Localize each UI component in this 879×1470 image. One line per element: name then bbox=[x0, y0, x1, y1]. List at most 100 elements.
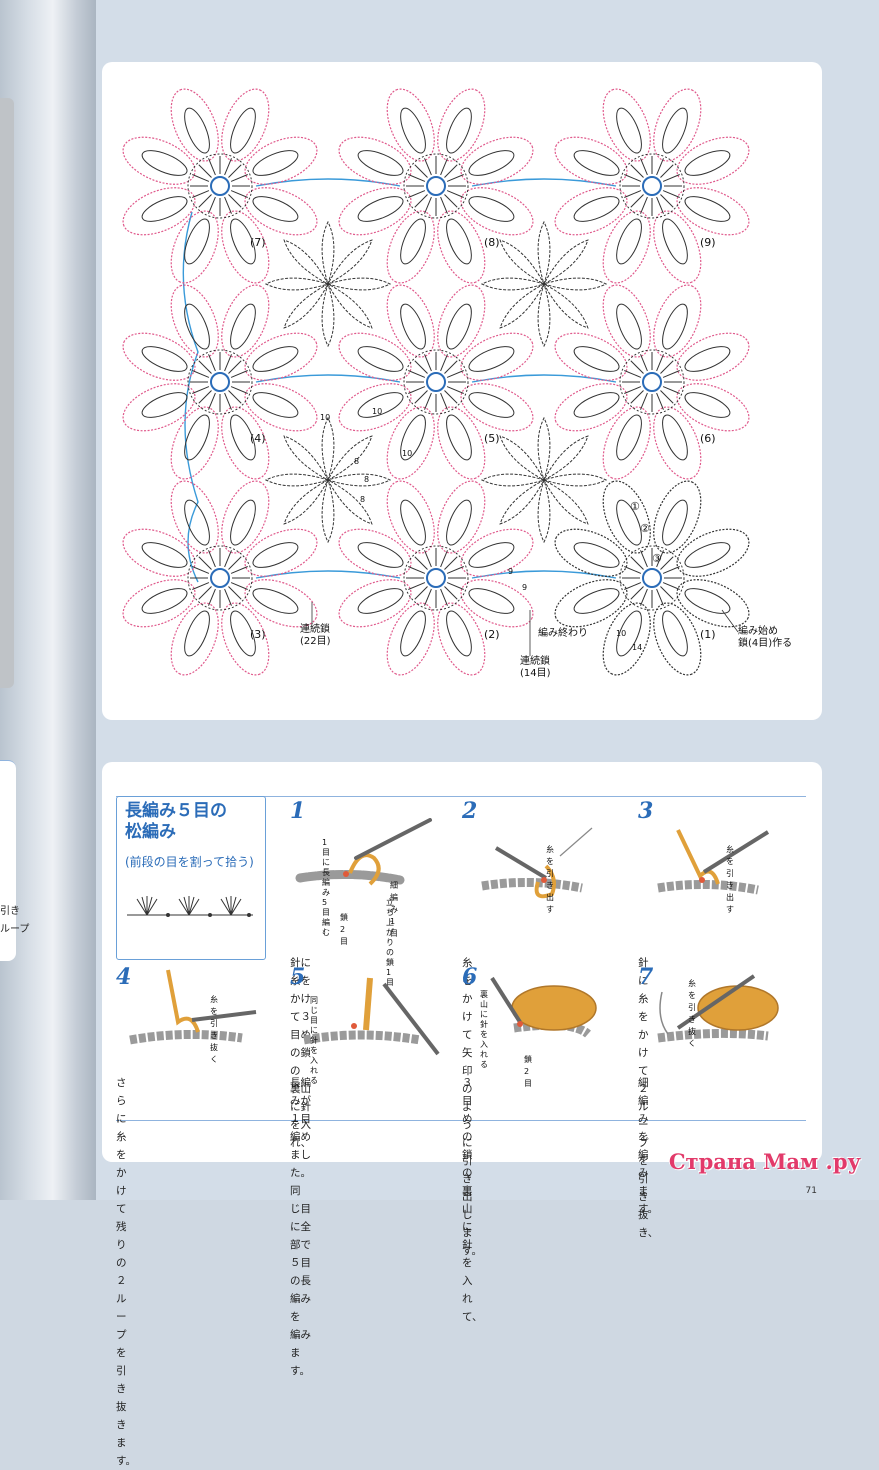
center-stitch bbox=[630, 586, 644, 600]
step-7-number: 7 bbox=[638, 964, 654, 990]
petal-inner bbox=[141, 150, 188, 176]
center-stitch bbox=[440, 158, 448, 176]
step-4-tag-1: 糸を引き抜く bbox=[210, 995, 218, 1064]
center-stitch bbox=[198, 194, 212, 208]
technique-subtitle: (前段の目を割って拾う) bbox=[125, 855, 254, 869]
petal-inner bbox=[252, 196, 299, 222]
center-stitch bbox=[640, 550, 648, 568]
petal-outer bbox=[653, 406, 702, 480]
petal-outer bbox=[437, 88, 486, 162]
petal-outer bbox=[602, 284, 651, 358]
center-ring bbox=[210, 176, 230, 196]
center-stitch bbox=[228, 360, 242, 374]
petal-outer bbox=[554, 332, 628, 381]
petal-outer bbox=[460, 136, 534, 185]
petal-inner bbox=[684, 346, 731, 372]
center-stitch bbox=[208, 588, 216, 606]
center-stitch bbox=[444, 194, 458, 208]
petal-inner bbox=[684, 150, 731, 176]
petal-outer bbox=[602, 602, 651, 676]
motif-number: (3) bbox=[250, 628, 266, 641]
petal-outer bbox=[386, 210, 435, 284]
stitch-count: 10 bbox=[402, 449, 412, 458]
daisy-petal bbox=[537, 283, 551, 348]
petal-inner bbox=[230, 303, 256, 350]
petal-outer bbox=[338, 579, 412, 628]
center-stitch bbox=[640, 354, 648, 372]
step-2-illustration bbox=[481, 827, 593, 899]
petal-outer bbox=[437, 480, 486, 554]
daisy-petal bbox=[499, 239, 545, 285]
petal-outer bbox=[170, 480, 219, 554]
center-stitch bbox=[414, 390, 428, 404]
step-6-number: 6 bbox=[462, 964, 478, 990]
center-stitch bbox=[662, 190, 680, 198]
center-stitch bbox=[408, 386, 426, 394]
join-chain-line bbox=[182, 211, 199, 583]
motif-number: (5) bbox=[484, 432, 500, 445]
stitch-count: 14 bbox=[632, 643, 642, 652]
left-page-tab bbox=[0, 98, 14, 688]
petal-inner bbox=[230, 610, 256, 657]
petal-inner bbox=[684, 588, 731, 614]
step-7-text: 細編みを編みます。 bbox=[638, 1077, 658, 1215]
petal-outer bbox=[653, 284, 702, 358]
center-stitch bbox=[660, 164, 674, 178]
petal-inner bbox=[616, 499, 642, 546]
petal-inner bbox=[184, 499, 210, 546]
page-number: 71 bbox=[805, 1186, 817, 1196]
center-stitch bbox=[208, 550, 216, 568]
center-stitch bbox=[656, 392, 664, 410]
petal-outer bbox=[554, 383, 628, 432]
crochet-chart: (1)(2)(3)(4)(5)(6)(7)(8)(9)①②③1010108889… bbox=[122, 88, 750, 676]
petal-inner bbox=[616, 414, 642, 461]
center-ring bbox=[642, 372, 662, 392]
center-stitch bbox=[408, 174, 426, 182]
join-chain-14-label: 連続鎖 (14目) bbox=[520, 656, 551, 679]
daisy-petal bbox=[537, 479, 551, 544]
center-stitch bbox=[192, 190, 210, 198]
petal-inner bbox=[446, 499, 472, 546]
step-4-text: さらに糸をかけて残りの２ルー プを引き抜きます。 bbox=[116, 1077, 136, 1467]
center-ring bbox=[403, 153, 469, 219]
center-stitch bbox=[440, 588, 448, 606]
petal-outer bbox=[460, 579, 534, 628]
step-1-tag-2: 細編み1目 bbox=[390, 881, 398, 938]
center-stitch bbox=[656, 158, 664, 176]
center-stitch bbox=[424, 588, 432, 606]
step-1-tag-3: 立ち上がり の鎖1目 bbox=[386, 898, 394, 987]
daisy-petal bbox=[499, 435, 545, 481]
center-stitch bbox=[624, 566, 642, 574]
petal-inner bbox=[468, 346, 515, 372]
center-stitch bbox=[228, 194, 242, 208]
petal-inner bbox=[400, 303, 426, 350]
motif-number: (4) bbox=[250, 432, 266, 445]
daisy-petal bbox=[327, 479, 373, 525]
petal-inner bbox=[252, 346, 299, 372]
petal-inner bbox=[230, 218, 256, 265]
petal-inner bbox=[616, 303, 642, 350]
petal-inner bbox=[184, 303, 210, 350]
petal-inner bbox=[616, 218, 642, 265]
round-number: ③ bbox=[652, 552, 662, 565]
daisy-petal bbox=[321, 416, 335, 481]
petal-outer bbox=[602, 406, 651, 480]
daisy-petal bbox=[537, 416, 551, 481]
petal-inner bbox=[468, 196, 515, 222]
petal-outer bbox=[170, 284, 219, 358]
center-stitch bbox=[224, 158, 232, 176]
petal-inner bbox=[573, 346, 620, 372]
petal-outer bbox=[676, 187, 750, 236]
step-2-tag-1: 糸を引き出す bbox=[546, 845, 554, 914]
center-stitch bbox=[228, 586, 242, 600]
stitch-count: 8 bbox=[354, 457, 359, 466]
petal-outer bbox=[338, 383, 412, 432]
petal-inner bbox=[230, 414, 256, 461]
petal-inner bbox=[400, 499, 426, 546]
petal-outer bbox=[460, 187, 534, 236]
petal-inner bbox=[357, 150, 404, 176]
petal-outer bbox=[122, 136, 196, 185]
petal-outer bbox=[554, 187, 628, 236]
motif-number: (8) bbox=[484, 236, 500, 249]
center-stitch bbox=[414, 194, 428, 208]
